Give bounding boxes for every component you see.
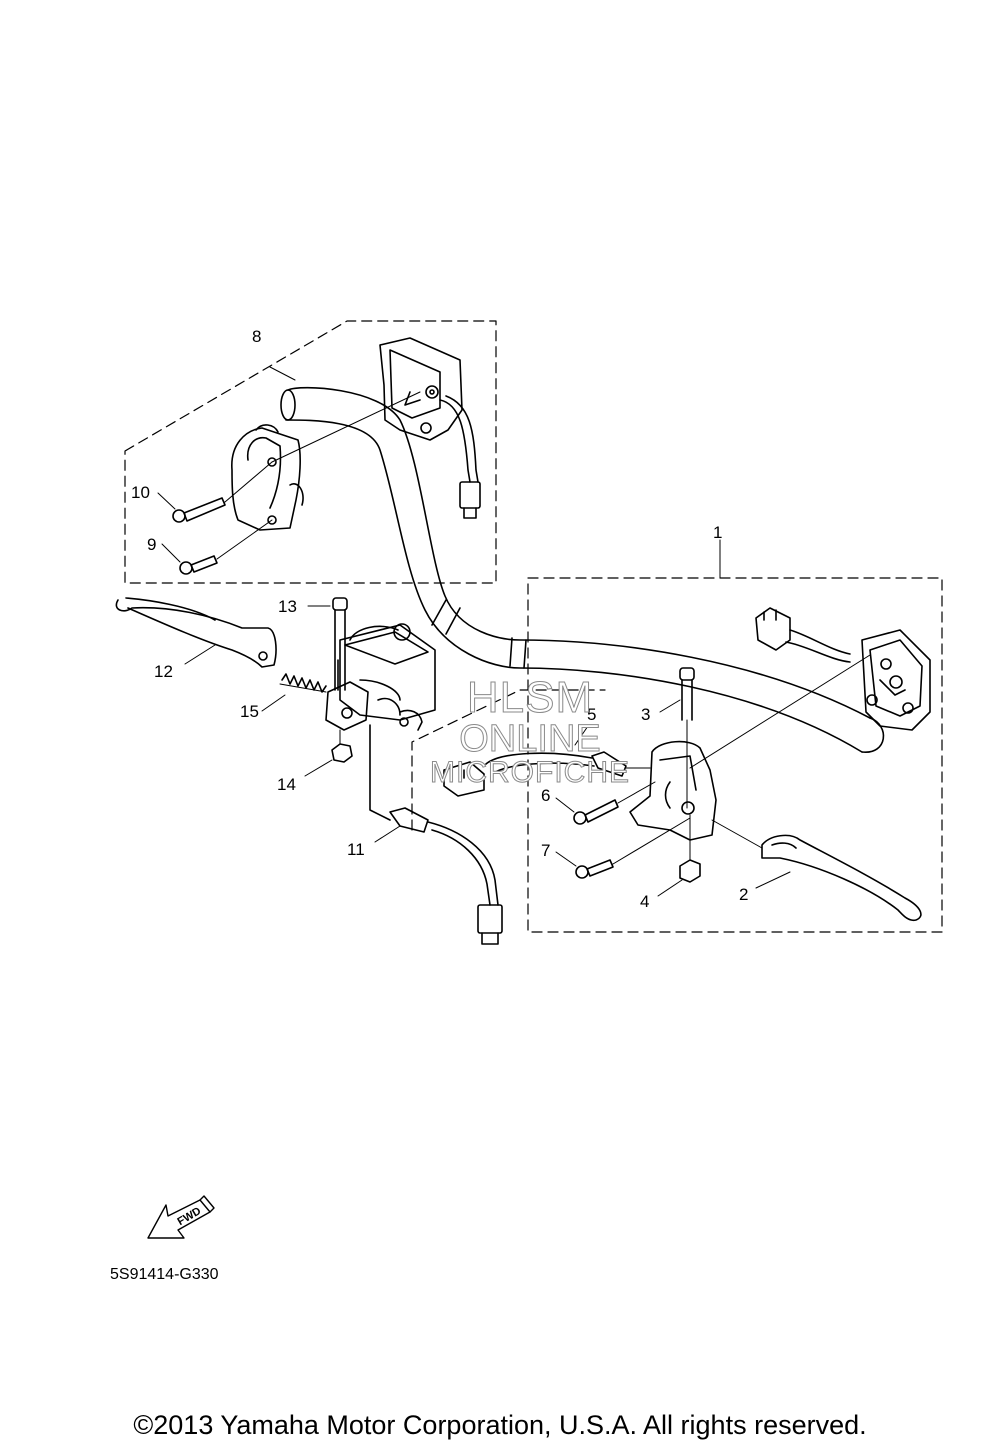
callout-12: 12 <box>154 662 173 681</box>
handlebar <box>280 386 885 753</box>
lever-2 <box>711 819 922 922</box>
brake-switch-11 <box>369 724 503 945</box>
screw-7 <box>575 817 691 879</box>
assembly-8-dashed-box <box>124 320 497 584</box>
diagram-reference-code: 5S91414-G330 <box>110 1266 219 1283</box>
callout-13: 13 <box>278 597 297 616</box>
fwd-label: FWD <box>176 1205 204 1228</box>
leader-line-2 <box>755 871 791 889</box>
callout-2: 2 <box>739 885 749 904</box>
lever-bracket <box>629 740 717 841</box>
fwd-arrow-icon <box>147 1195 215 1239</box>
callout-15: 15 <box>240 702 259 721</box>
spring-15 <box>279 673 327 693</box>
lever-12 <box>115 597 277 668</box>
callout-6: 6 <box>541 786 551 805</box>
callout-7: 7 <box>541 841 551 860</box>
leader-line-11 <box>374 825 401 843</box>
screw-6 <box>573 781 656 825</box>
callout-3: 3 <box>641 705 651 724</box>
copyright-notice: ©2013 Yamaha Motor Corporation, U.S.A. A… <box>133 1410 867 1440</box>
callout-9: 9 <box>147 535 157 554</box>
callout-10: 10 <box>131 483 150 502</box>
leader-line-15 <box>261 694 286 712</box>
nut-14 <box>331 729 353 763</box>
leader-line-10 <box>157 492 176 510</box>
assembly-line-1 <box>689 654 871 769</box>
leader-line-9 <box>161 543 181 563</box>
leader-line-14 <box>304 759 333 777</box>
callout-5: 5 <box>587 705 597 724</box>
nut-4 <box>679 814 701 883</box>
left-switch-lower-half <box>231 424 304 531</box>
leader-line-8 <box>269 366 296 381</box>
leader-line-7 <box>555 851 577 867</box>
leader-line-12 <box>184 644 216 665</box>
callout-4: 4 <box>640 892 650 911</box>
master-cylinder <box>325 623 436 731</box>
left-switch-housing <box>379 337 481 519</box>
leader-line-5 <box>574 725 589 746</box>
assembly-line-8 <box>271 391 421 463</box>
bolt-3 <box>679 667 695 809</box>
screw-10 <box>172 461 273 523</box>
callout-8: 8 <box>252 327 262 346</box>
right-switch-housing <box>861 629 931 731</box>
leader-line-6 <box>555 797 575 813</box>
screw-9 <box>179 519 273 575</box>
bolt-13 <box>332 597 348 691</box>
right-switch-connector <box>755 607 851 663</box>
callout-11: 11 <box>347 840 365 859</box>
switch-wire-dashed-box <box>411 689 606 831</box>
leader-line-4 <box>657 879 683 897</box>
assembly-1-dashed-box <box>527 577 943 933</box>
callout-1: 1 <box>713 523 723 542</box>
front-brake-switch-5 <box>443 751 651 797</box>
callout-14: 14 <box>277 775 296 794</box>
leader-line-3 <box>659 699 681 713</box>
